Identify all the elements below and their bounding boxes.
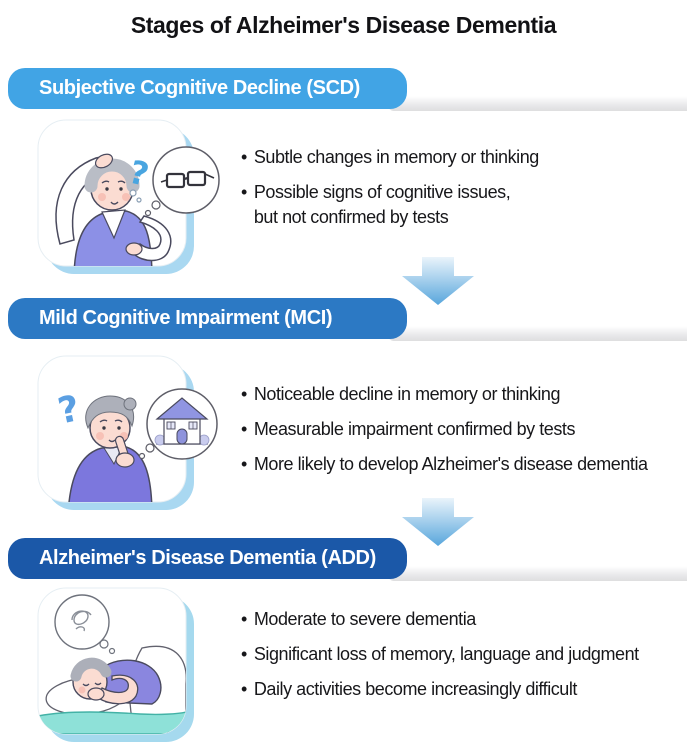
bullet-marker: • (241, 147, 247, 167)
header-shadow-strip (388, 566, 687, 581)
list-item: •Moderate to severe dementia (241, 607, 683, 632)
bullet-marker: • (241, 609, 247, 629)
bullet-marker: • (241, 419, 247, 439)
list-item: •Significant loss of memory, language an… (241, 642, 683, 667)
house-icon (154, 397, 210, 446)
list-item: •Noticeable decline in memory or thinkin… (241, 382, 683, 407)
section-header-add: Alzheimer's Disease Dementia (ADD) (8, 538, 407, 579)
bullet-list-mci: •Noticeable decline in memory or thinkin… (241, 382, 683, 487)
page-title: Stages of Alzheimer's Disease Dementia (130, 12, 557, 38)
tangled-scribble-icon (71, 610, 92, 632)
bullet-marker: • (241, 644, 247, 664)
eyeglasses-icon (160, 170, 215, 189)
list-item: •Subtle changes in memory or thinking (241, 145, 683, 170)
bullet-marker: • (241, 384, 247, 404)
bullet-marker: • (241, 454, 247, 474)
bullet-list-add: •Moderate to severe dementia •Significan… (241, 607, 683, 712)
down-arrow-icon (402, 257, 474, 305)
blanket-shape (38, 711, 186, 734)
down-arrow-icon (402, 498, 474, 546)
bullet-marker: • (241, 182, 247, 202)
list-item: •Possible signs of cognitive issues, but… (241, 180, 683, 230)
list-item: •More likely to develop Alzheimer's dise… (241, 452, 683, 477)
illustration-confused-man-icon: ? (37, 119, 220, 274)
bullet-list-scd: •Subtle changes in memory or thinking •P… (241, 145, 683, 240)
section-header-mci: Mild Cognitive Impairment (MCI) (8, 298, 407, 339)
section-header-scd: Subjective Cognitive Decline (SCD) (8, 68, 407, 109)
header-shadow-strip (388, 326, 687, 341)
illustration-thinking-woman-icon: ? (37, 355, 218, 510)
header-shadow-strip (388, 96, 687, 111)
illustration-sleeping-person-icon (37, 587, 194, 742)
bullet-marker: • (241, 679, 247, 699)
list-item: •Measurable impairment confirmed by test… (241, 417, 683, 442)
list-item: •Daily activities become increasingly di… (241, 677, 683, 702)
